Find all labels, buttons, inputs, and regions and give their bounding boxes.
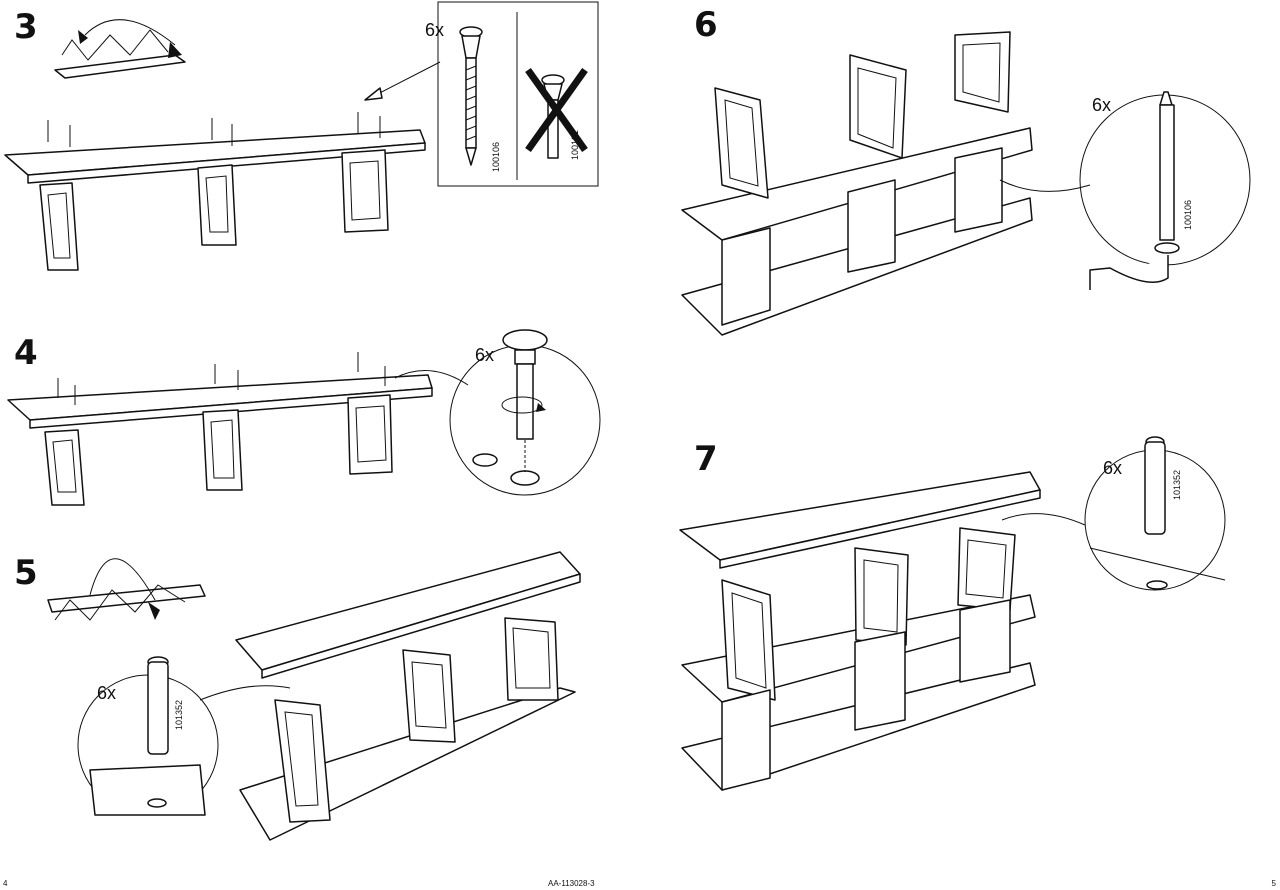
page-number-left: 4 [3, 879, 8, 888]
legs-step3 [39, 149, 389, 271]
step-3-illustration [4, 1, 599, 271]
cam-lock-detail [472, 329, 548, 486]
quantity-label: 6x [97, 683, 117, 703]
step-number: 6 [694, 5, 718, 45]
quantity-label: 6x [1092, 95, 1112, 115]
step-6-illustration [681, 31, 1251, 336]
page-number-right: 5 [1271, 879, 1276, 888]
quantity-label: 6x [425, 20, 445, 40]
dowel-detail [89, 656, 206, 816]
step-5-illustration [47, 551, 581, 841]
step-number: 7 [694, 439, 718, 479]
document-id: AA-113028-3 [548, 879, 595, 888]
quantity-label: 6x [475, 345, 495, 365]
step-number: 5 [14, 553, 38, 593]
flip-icon [47, 558, 206, 621]
step-number: 4 [14, 333, 38, 373]
part-number: 100106 [491, 141, 501, 172]
step-4-illustration [7, 329, 601, 506]
part-number: 100101 [570, 129, 580, 160]
screw-100101-crossed [525, 67, 588, 159]
quantity-label: 6x [1103, 458, 1123, 478]
part-number: 101352 [174, 699, 184, 730]
dowel-detail [1089, 436, 1226, 590]
step-number: 3 [14, 7, 38, 47]
part-number: 101352 [1172, 469, 1182, 500]
part-number: 100106 [1183, 199, 1193, 230]
step-7-illustration [679, 436, 1226, 791]
screw-100106 [459, 26, 483, 166]
flip-icon [54, 19, 186, 79]
screw-100106-detail [1089, 91, 1180, 290]
